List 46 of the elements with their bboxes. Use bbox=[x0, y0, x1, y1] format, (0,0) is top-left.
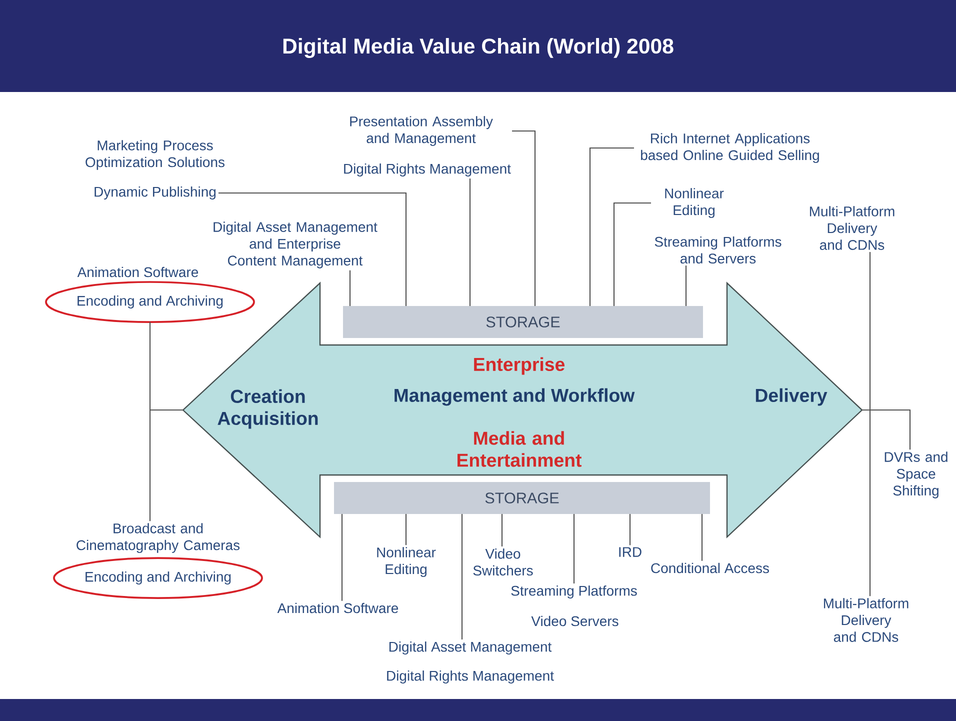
storage-bar: STORAGE bbox=[334, 482, 710, 514]
leader-line bbox=[701, 514, 703, 561]
leader-line bbox=[862, 409, 871, 596]
stage-label: Media and Entertainment bbox=[458, 431, 582, 467]
leader-line bbox=[589, 147, 634, 306]
stage-label: Enterprise bbox=[474, 357, 565, 375]
component-label: DVRs and Space Shifting bbox=[884, 452, 948, 498]
component-label: Conditional Access bbox=[651, 562, 769, 574]
component-label: Digital Rights Management bbox=[387, 670, 554, 684]
stage-label: Creation Acquisition bbox=[218, 389, 318, 429]
leader-line bbox=[512, 130, 536, 306]
leader-line bbox=[349, 270, 351, 306]
component-label: Nonlinear Editing bbox=[665, 188, 724, 218]
component-label: Animation Software bbox=[77, 266, 198, 278]
stage-label: Management and Workflow bbox=[394, 388, 635, 406]
component-label: Video Switchers bbox=[473, 548, 533, 576]
component-label: Dynamic Publishing bbox=[94, 186, 216, 200]
leader-line bbox=[613, 202, 651, 306]
leader-line bbox=[341, 514, 343, 601]
component-label: Streaming Platforms bbox=[511, 585, 637, 599]
leader-line bbox=[405, 514, 407, 546]
leader-line bbox=[218, 192, 407, 306]
component-label: Digital Rights Management bbox=[344, 163, 511, 177]
component-label: Broadcast and Cinematography Cameras bbox=[76, 523, 240, 553]
component-label: Video Servers bbox=[531, 616, 618, 626]
component-label: Multi-Platform Delivery and CDNs bbox=[824, 598, 908, 642]
leader-line bbox=[685, 266, 687, 306]
component-label: Presentation Assembly and Management bbox=[350, 116, 493, 146]
leader-line bbox=[573, 514, 575, 584]
component-label: Digital Asset Management and Enterprise Content Management bbox=[214, 222, 378, 268]
component-label: Marketing Process Optimization Solutions bbox=[86, 140, 224, 170]
leader-line bbox=[149, 409, 183, 522]
leader-line bbox=[501, 514, 503, 546]
component-label: Nonlinear Editing bbox=[377, 547, 436, 577]
component-label: Rich Internet Applications based Online Guided Selling bbox=[641, 133, 819, 163]
leader-line bbox=[629, 514, 631, 546]
component-label: Multi-Platform Delivery and CDNs bbox=[810, 206, 894, 250]
title-banner: Digital Media Value Chain (World) 2008 bbox=[0, 0, 956, 92]
storage-bar: STORAGE bbox=[343, 306, 703, 338]
stage-label: Delivery bbox=[756, 388, 828, 406]
component-label: Digital Asset Management bbox=[389, 641, 552, 655]
component-label: Streaming Platforms and Servers bbox=[654, 236, 782, 264]
component-label: Animation Software bbox=[277, 602, 398, 614]
leader-line bbox=[461, 514, 463, 640]
component-label: IRD bbox=[619, 547, 642, 557]
leader-line bbox=[469, 178, 471, 306]
